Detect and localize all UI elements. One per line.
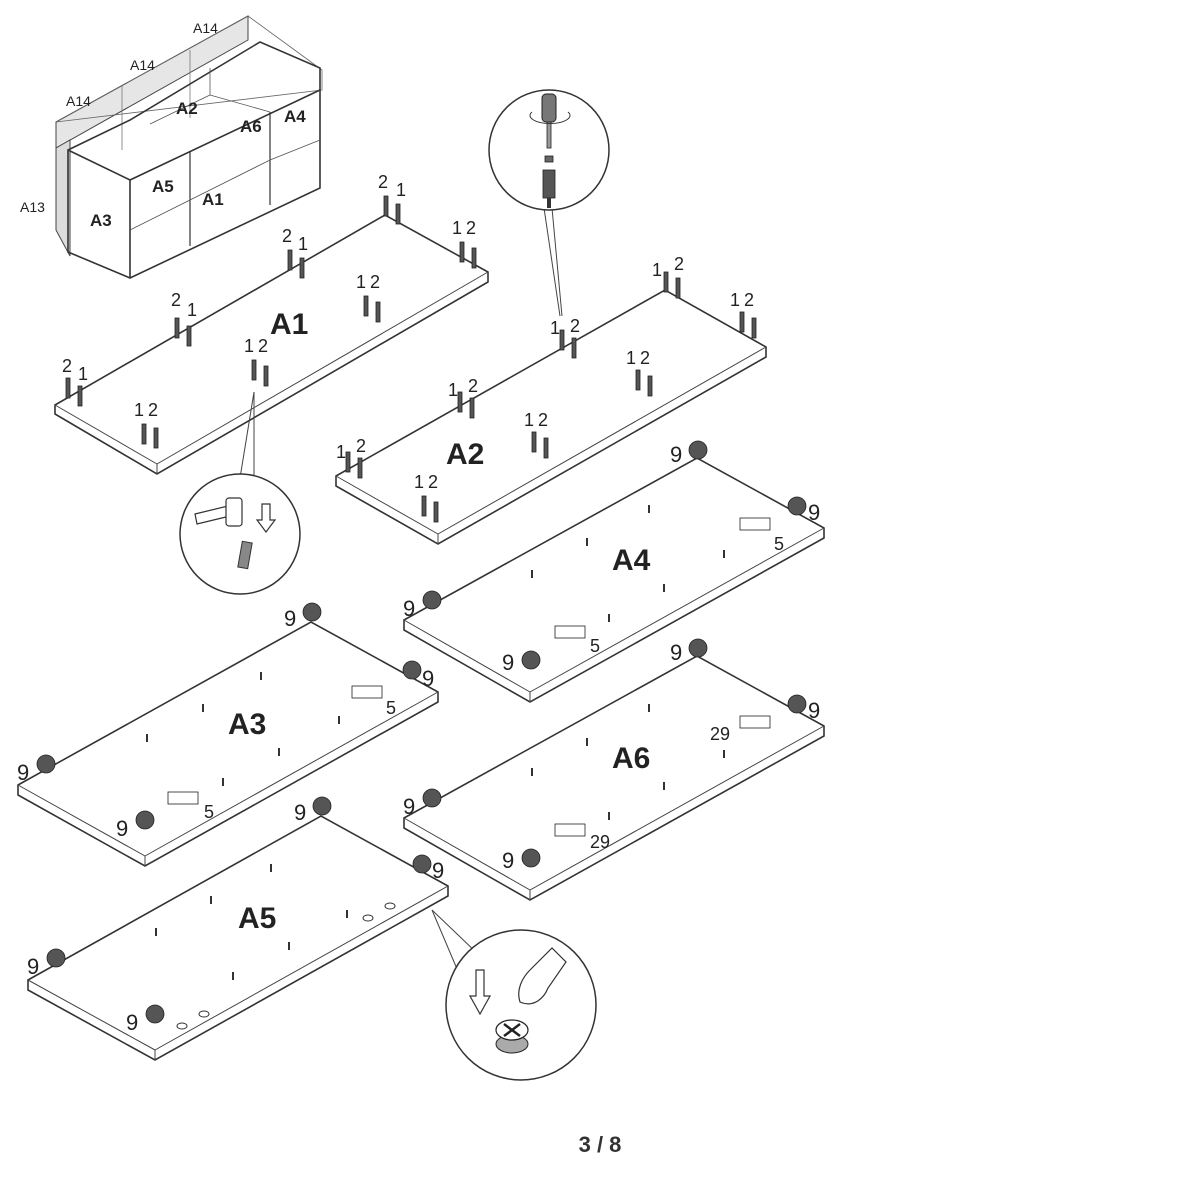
overview-label-a6: A6 [240, 117, 262, 136]
callout-2: 2 [62, 356, 72, 376]
callout-2: 2 [468, 376, 478, 396]
callout-29: 29 [710, 724, 730, 744]
callout-2: 2 [538, 410, 548, 430]
callout-2: 2 [370, 272, 380, 292]
callout-1: 1 [730, 290, 740, 310]
callout-1: 1 [336, 442, 346, 462]
callout-2: 2 [744, 290, 754, 310]
overview-label-a1: A1 [202, 190, 224, 209]
dowel-icon [237, 540, 253, 570]
callout-9: 9 [284, 606, 296, 631]
callout-1: 1 [244, 336, 254, 356]
overview-label-back-mid: A14 [130, 57, 155, 73]
callout-9: 9 [116, 816, 128, 841]
callout-2: 2 [171, 290, 181, 310]
callout-2: 2 [258, 336, 268, 356]
panel-a6-label: A6 [612, 742, 650, 775]
callout-2: 2 [282, 226, 292, 246]
callout-2: 2 [466, 218, 476, 238]
overview-cabinet: A14 A14 A14 A13 A2 A6 A4 A5 A1 A3 [20, 15, 323, 279]
callout-9: 9 [27, 954, 39, 979]
callout-9: 9 [403, 596, 415, 621]
overview-label-side: A13 [20, 199, 45, 215]
callout-9: 9 [126, 1010, 138, 1035]
callout-9: 9 [17, 760, 29, 785]
callout-1: 1 [652, 260, 662, 280]
callout-9: 9 [422, 666, 434, 691]
callout-29: 29 [590, 832, 610, 852]
callout-5: 5 [774, 534, 784, 554]
overview-label-back-right: A14 [193, 20, 218, 36]
page-number: 3 / 8 [578, 1132, 622, 1157]
panel-a5-label: A5 [238, 902, 276, 935]
callout-1: 1 [187, 300, 197, 320]
callout-2: 2 [148, 400, 158, 420]
panel-a2-label: A2 [446, 438, 484, 471]
callout-5: 5 [204, 802, 214, 822]
callout-9: 9 [502, 650, 514, 675]
panel-a1-label: A1 [270, 308, 308, 341]
panel-a5: A5 9 9 9 9 [27, 796, 449, 1061]
callout-9: 9 [502, 848, 514, 873]
overview-label-a4: A4 [284, 107, 306, 126]
arrow-down-icon [468, 969, 492, 1016]
callout-5: 5 [386, 698, 396, 718]
overview-label-back-left: A14 [66, 93, 91, 109]
callout-9: 9 [432, 858, 444, 883]
callout-1: 1 [78, 364, 88, 384]
callout-9: 9 [294, 800, 306, 825]
callout-5: 5 [590, 636, 600, 656]
callout-1: 1 [396, 180, 406, 200]
callout-1: 1 [134, 400, 144, 420]
dowel-detail-magnifier [179, 391, 301, 595]
callout-1: 1 [452, 218, 462, 238]
overview-label-a3: A3 [90, 211, 112, 230]
screw-detail-magnifier [488, 89, 610, 317]
cam-lock-icon [495, 1019, 529, 1054]
callout-9: 9 [808, 698, 820, 723]
arrow-down-icon [255, 503, 277, 533]
callout-9: 9 [403, 794, 415, 819]
callout-1: 1 [524, 410, 534, 430]
callout-2: 2 [428, 472, 438, 492]
hand-icon [518, 947, 567, 1005]
callout-9: 9 [670, 442, 682, 467]
callout-2: 2 [356, 436, 366, 456]
panel-a6: A6 9 9 9 9 29 29 [403, 638, 825, 901]
screw-icon [542, 155, 556, 208]
callout-1: 1 [626, 348, 636, 368]
callout-2: 2 [378, 172, 388, 192]
callout-1: 1 [550, 318, 560, 338]
overview-label-a5: A5 [152, 177, 174, 196]
panel-a2: A2 1 2 1 2 1 2 1 2 1 2 1 2 1 2 1 2 [335, 254, 767, 545]
panel-a3-label: A3 [228, 708, 266, 741]
dowel-group [65, 195, 477, 449]
callout-1: 1 [448, 380, 458, 400]
panel-a3: A3 9 9 9 9 5 5 [17, 602, 439, 867]
panel-a4: A4 9 9 9 9 5 5 [403, 440, 825, 703]
callout-1: 1 [414, 472, 424, 492]
panel-a1: A1 2 1 2 1 2 1 2 1 1 2 1 2 1 2 1 2 [54, 172, 489, 475]
cam-lock-magnifier [431, 909, 597, 1081]
callout-2: 2 [640, 348, 650, 368]
callout-2: 2 [674, 254, 684, 274]
callout-1: 1 [298, 234, 308, 254]
screwdriver-icon [541, 93, 557, 149]
hammer-icon [194, 497, 243, 527]
callout-2: 2 [570, 316, 580, 336]
overview-label-a2: A2 [176, 99, 198, 118]
panel-a4-label: A4 [612, 544, 651, 577]
rotate-arrow-icon [529, 111, 571, 124]
callout-1: 1 [356, 272, 366, 292]
callout-9: 9 [808, 500, 820, 525]
callout-9: 9 [670, 640, 682, 665]
